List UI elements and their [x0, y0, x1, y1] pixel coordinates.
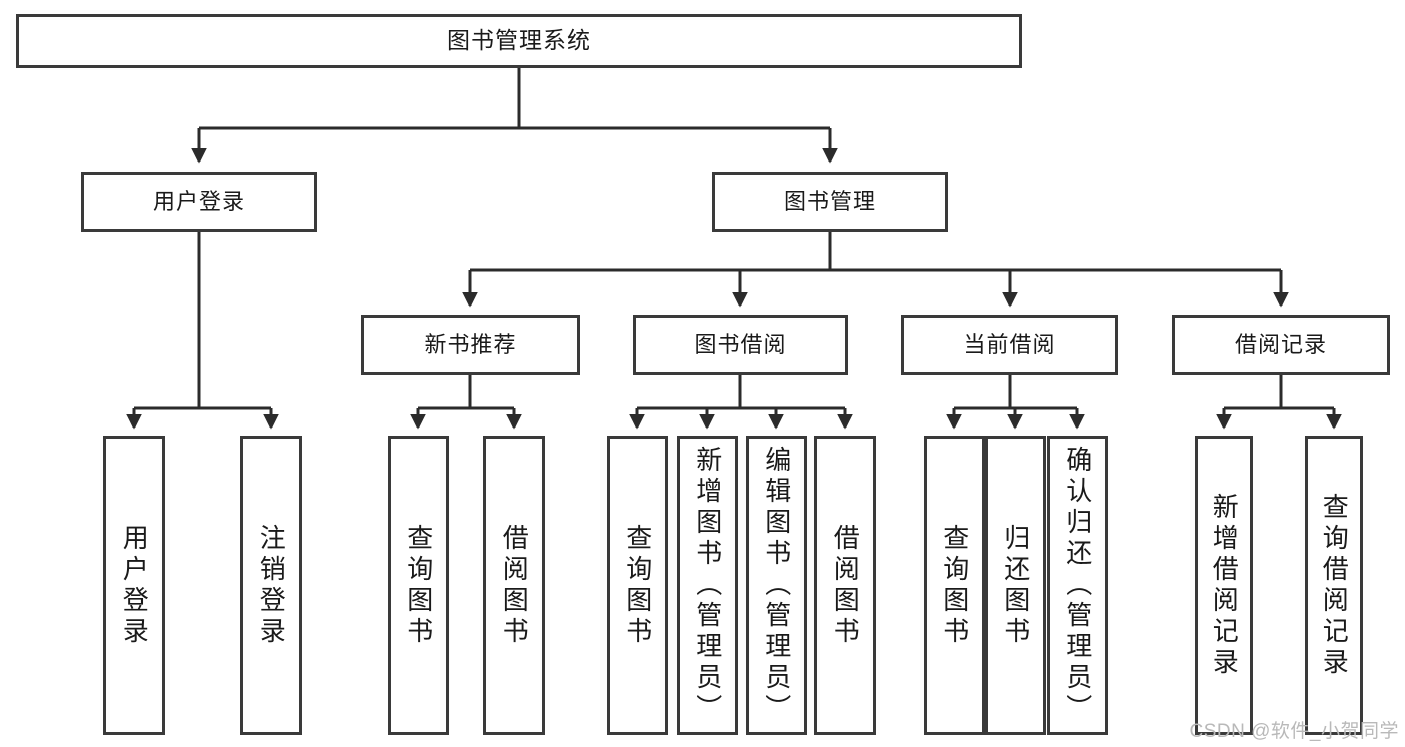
node-label: 新增借阅记录: [1209, 492, 1240, 679]
leaf-query-book-current[interactable]: 查询图书: [924, 436, 985, 735]
leaf-confirm-return-admin[interactable]: 确认归还（管理员）: [1047, 436, 1108, 735]
node-root-system[interactable]: 图书管理系统: [16, 14, 1022, 68]
node-label: 查询图书: [939, 523, 970, 648]
node-label: 注销登录: [256, 523, 287, 648]
node-label: 确认归还（管理员）: [1062, 446, 1093, 725]
node-current-borrow[interactable]: 当前借阅: [901, 315, 1118, 375]
leaf-user-login[interactable]: 用户登录: [103, 436, 165, 735]
node-label: 编辑图书（管理员）: [761, 446, 792, 725]
node-new-book-recommend[interactable]: 新书推荐: [361, 315, 580, 375]
leaf-query-book-borrow[interactable]: 查询图书: [607, 436, 668, 735]
node-label: 查询图书: [403, 523, 434, 648]
leaf-user-logout[interactable]: 注销登录: [240, 436, 302, 735]
node-label: 用户登录: [119, 523, 150, 648]
node-label: 借阅图书: [830, 523, 861, 648]
node-borrow-record[interactable]: 借阅记录: [1172, 315, 1390, 375]
node-label: 图书借阅: [694, 332, 787, 358]
leaf-return-book[interactable]: 归还图书: [985, 436, 1046, 735]
node-label: 归还图书: [1000, 523, 1031, 648]
leaf-add-book-admin[interactable]: 新增图书（管理员）: [677, 436, 738, 735]
node-book-management[interactable]: 图书管理: [712, 172, 948, 232]
leaf-add-borrow-record[interactable]: 新增借阅记录: [1195, 436, 1253, 735]
node-user-login[interactable]: 用户登录: [81, 172, 317, 232]
node-label: 图书管理: [783, 189, 876, 215]
node-label: 新书推荐: [424, 332, 517, 358]
node-label: 查询借阅记录: [1319, 492, 1350, 679]
node-label: 用户登录: [152, 189, 245, 215]
node-book-borrow[interactable]: 图书借阅: [633, 315, 848, 375]
node-label: 当前借阅: [963, 332, 1056, 358]
node-label: 借阅图书: [499, 523, 530, 648]
node-label: 新增图书（管理员）: [692, 446, 723, 725]
node-label: 查询图书: [622, 523, 653, 648]
leaf-edit-book-admin[interactable]: 编辑图书（管理员）: [746, 436, 807, 735]
leaf-borrow-book-recommend[interactable]: 借阅图书: [483, 436, 545, 735]
leaf-query-borrow-record[interactable]: 查询借阅记录: [1305, 436, 1363, 735]
node-label: 借阅记录: [1234, 332, 1327, 358]
watermark-text: CSDN @软件_小贺同学: [1189, 721, 1399, 742]
leaf-query-book-recommend[interactable]: 查询图书: [388, 436, 449, 735]
node-label: 图书管理系统: [447, 27, 591, 54]
leaf-borrow-book[interactable]: 借阅图书: [814, 436, 876, 735]
